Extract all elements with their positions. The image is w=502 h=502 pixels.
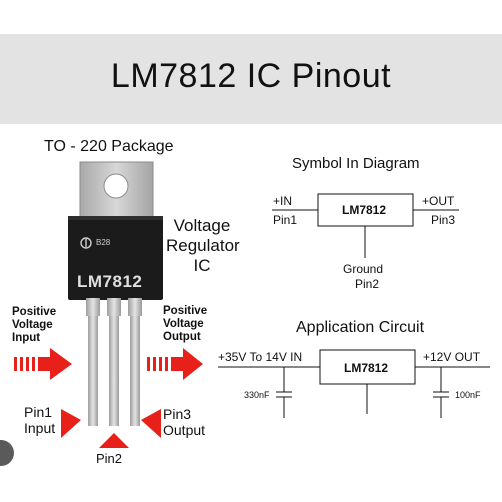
- app-input-label: +35V To 14V IN: [218, 350, 303, 364]
- package-title: TO - 220 Package: [44, 138, 174, 155]
- output-desc-line-3: Output: [163, 331, 201, 343]
- app-output-label: +12V OUT: [423, 350, 481, 364]
- output-description: Positive Voltage Output: [163, 305, 207, 344]
- input-description: Positive Voltage Input: [12, 306, 56, 345]
- pin1-name: Pin1: [24, 404, 53, 420]
- regulator-label: Voltage Regulator IC: [166, 216, 240, 276]
- regulator-label-line-2: Regulator: [166, 236, 240, 255]
- pin1-pointer: [61, 409, 81, 438]
- pin3-function: Output: [163, 422, 206, 438]
- symbol-in-pin: Pin1: [273, 213, 298, 227]
- input-desc-line-3: Input: [12, 332, 41, 344]
- symbol-out-pin: Pin3: [431, 213, 456, 227]
- regulator-label-line-1: Voltage: [173, 216, 231, 235]
- input-desc-line-1: Positive: [12, 306, 57, 318]
- title-band: [0, 34, 502, 124]
- symbol-diagram: [272, 193, 459, 258]
- output-desc-line-1: Positive: [163, 305, 208, 317]
- pin3-lead: [130, 298, 140, 426]
- symbol-out-label: +OUT: [422, 194, 455, 208]
- output-desc-line-2: Voltage: [163, 318, 204, 330]
- pin2-lead: [109, 298, 119, 426]
- pin1-label: Pin1 Input: [24, 404, 55, 436]
- pin3-pointer: [141, 409, 161, 438]
- to220-package: [68, 161, 163, 426]
- app-box-label: LM7812: [344, 361, 389, 375]
- pin2-pointer: [99, 433, 129, 448]
- pin1-lead: [88, 298, 98, 426]
- page-title: LM7812 IC Pinout: [110, 57, 392, 95]
- symbol-title: Symbol In Diagram: [292, 155, 420, 172]
- pin3-label: Pin3 Output: [163, 406, 205, 438]
- symbol-box-label: LM7812: [342, 203, 387, 217]
- application-title: Application Circuit: [296, 319, 425, 336]
- application-circuit: [218, 349, 490, 418]
- mounting-hole: [103, 173, 129, 199]
- chip-logo-icon: [80, 236, 92, 249]
- chip-marking: LM7812: [77, 272, 143, 291]
- input-arrow: [14, 348, 72, 380]
- pin2-label: Pin2: [96, 452, 123, 463]
- symbol-ground-label: Ground: [343, 262, 384, 276]
- symbol-in-label: +IN: [273, 194, 293, 208]
- chip-body: [68, 216, 163, 300]
- corner-badge: [0, 440, 14, 466]
- app-cap-out-label: 100nF: [455, 390, 481, 400]
- pin1-function: Input: [24, 420, 56, 436]
- pin3-name: Pin3: [163, 406, 192, 422]
- regulator-label-line-3: IC: [193, 256, 211, 275]
- chip-code: B28: [96, 238, 111, 247]
- top-band: [0, 0, 502, 34]
- symbol-ground-pin: Pin2: [355, 277, 380, 291]
- app-cap-in-label: 330nF: [244, 390, 270, 400]
- input-desc-line-2: Voltage: [12, 319, 53, 331]
- output-arrow: [147, 348, 203, 380]
